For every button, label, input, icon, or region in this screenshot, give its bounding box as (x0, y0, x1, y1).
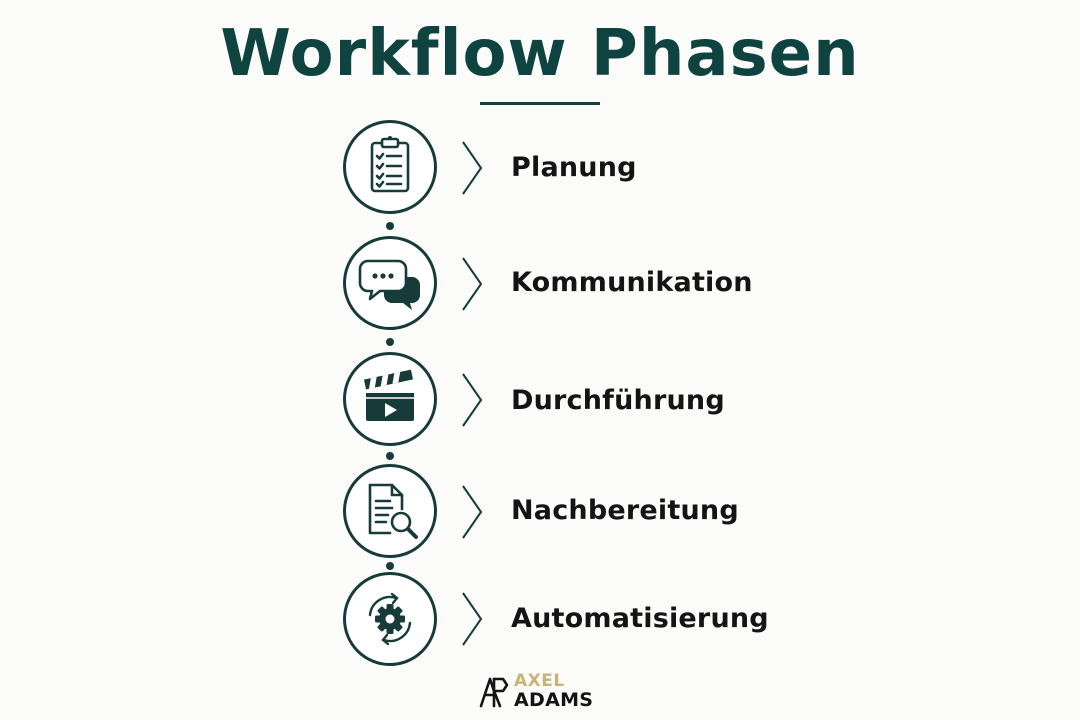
connector-dot (386, 222, 394, 230)
chevron-right-icon (462, 592, 483, 646)
step-label-automatisierung: Automatisierung (511, 603, 769, 634)
clapperboard-icon (343, 352, 437, 446)
chat-bubbles-icon (343, 236, 437, 330)
page-title: Workflow Phasen (220, 17, 860, 91)
step-label-kommunikation: Kommunikation (511, 267, 753, 298)
chevron-right-icon (462, 373, 483, 427)
document-search-icon (343, 464, 437, 558)
axel-adams-logo-icon (479, 677, 509, 708)
connector-dot (386, 452, 394, 460)
clipboard-checklist-icon (343, 120, 437, 214)
title-underline (480, 102, 600, 105)
chevron-right-icon (462, 257, 483, 311)
connector-dot (386, 562, 394, 570)
step-label-planung: Planung (511, 152, 637, 183)
brand-logo: AXEL ADAMS (478, 672, 608, 712)
step-label-durchfuehrung: Durchführung (511, 385, 725, 416)
brand-name-first: AXEL (514, 671, 565, 691)
connector-dot (386, 338, 394, 346)
step-label-nachbereitung: Nachbereitung (511, 495, 739, 526)
gear-cycle-icon (343, 572, 437, 666)
brand-name-last: ADAMS (514, 689, 594, 711)
chevron-right-icon (462, 485, 483, 539)
chevron-right-icon (462, 141, 483, 195)
